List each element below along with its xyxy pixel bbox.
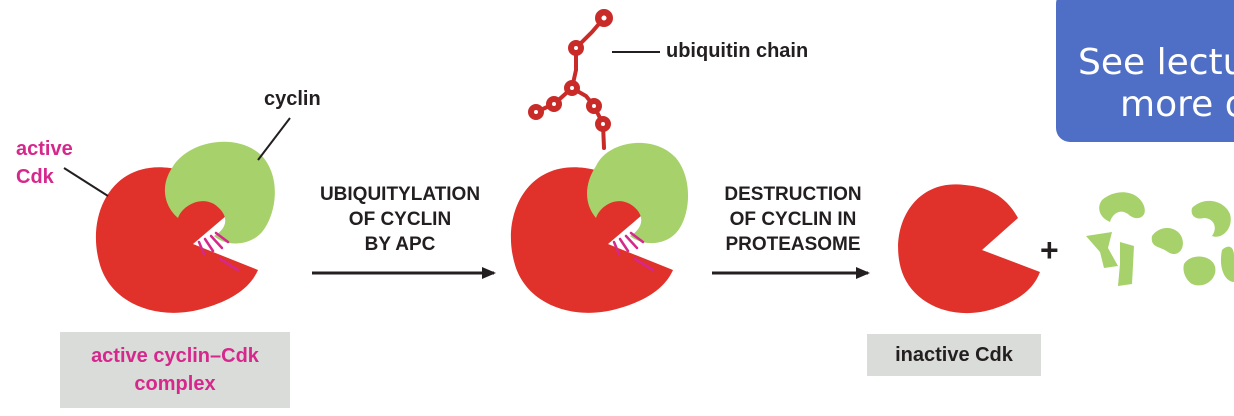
- step-ubiquitylation-line3: BY APC: [364, 234, 436, 255]
- active-cdk-label: active Cdk: [16, 135, 73, 191]
- step-ubiquitylation-line1: UBIQUITYLATION: [319, 184, 481, 205]
- step-destruction-line2: OF CYCLIN IN: [729, 209, 857, 230]
- step-destruction: DESTRUCTION OF CYCLIN IN PROTEASOME: [704, 182, 882, 257]
- complex-label-line1: active cyclin–Cdk: [91, 345, 259, 367]
- step-destruction-line3: PROTEASOME: [725, 234, 861, 255]
- step-ubiquitylation-line2: OF CYCLIN: [348, 209, 452, 230]
- inactive-cdk-label-box: inactive Cdk: [867, 334, 1041, 376]
- cyclin-leader: [257, 117, 291, 161]
- step-ubiquitylation: UBIQUITYLATION OF CYCLIN BY APC: [300, 182, 500, 257]
- complex-label-box: active cyclin–Cdk complex: [60, 332, 290, 408]
- plus-sign: +: [1040, 232, 1059, 268]
- lecture-callout: See lectu more d: [1056, 0, 1234, 142]
- step-destruction-line1: DESTRUCTION: [724, 184, 862, 205]
- activity-marks: [197, 231, 240, 272]
- cyclin-ubiquitylated-shape: [587, 142, 689, 244]
- callout-line1: See lectu: [1078, 42, 1234, 83]
- active-cdk-label-line2: Cdk: [16, 166, 54, 188]
- callout-line2: more d: [1120, 84, 1234, 125]
- active-cdk-label-line1: active: [16, 138, 73, 160]
- cyclin-label: cyclin: [264, 88, 321, 110]
- cyclin-fragments: [1086, 192, 1234, 286]
- ubiquitin-chain-icon: [528, 9, 613, 150]
- cyclin-shape: [164, 141, 275, 244]
- ubiquitin-chain-label: ubiquitin chain: [666, 40, 809, 62]
- complex-label-line2: complex: [134, 373, 216, 395]
- active-cdk-leader: [63, 167, 109, 197]
- activity-marks-2: [612, 231, 655, 272]
- inactive-cdk-shape: [898, 184, 1040, 314]
